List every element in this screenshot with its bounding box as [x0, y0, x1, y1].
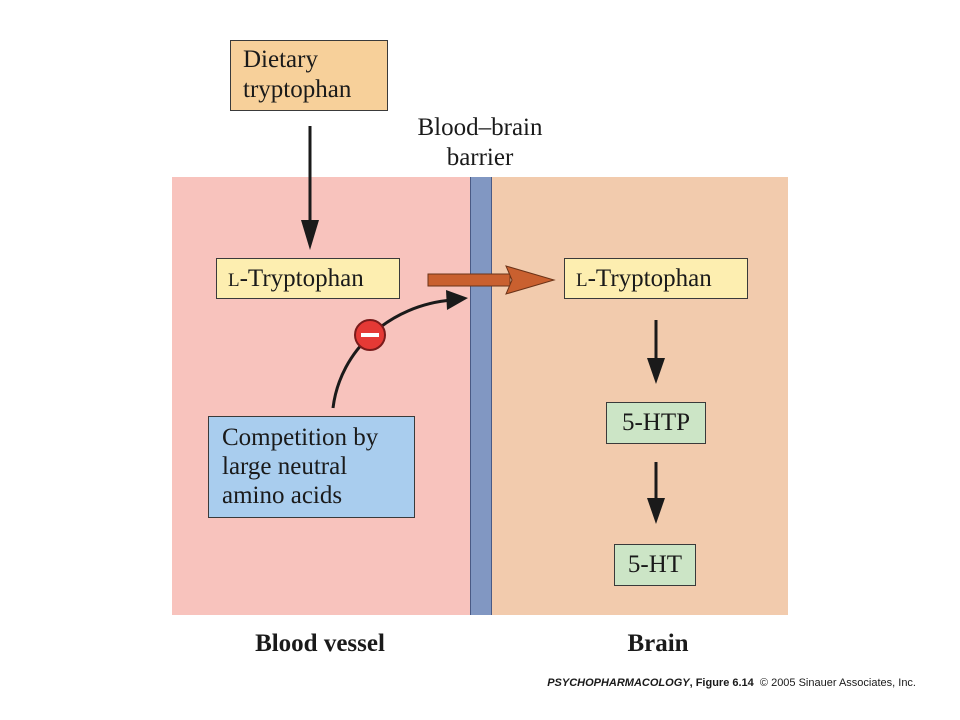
barrier-title: Blood–brain barrier	[380, 113, 580, 173]
competition-line1: Competition by	[222, 424, 379, 451]
blood-l-tryptophan-label: L-Tryptophan	[228, 264, 399, 295]
dietary-tryptophan-box: Dietary tryptophan	[230, 40, 388, 111]
brain-region	[492, 177, 788, 615]
dietary-line1: Dietary	[243, 46, 318, 73]
blood-brain-barrier	[470, 177, 492, 615]
competition-box: Competition by large neutral amino acids	[208, 416, 415, 518]
credit-book: PSYCHOPHARMACOLOGY	[547, 677, 690, 689]
blood-l-prefix: L	[228, 270, 240, 291]
brain-label: Brain	[627, 630, 689, 657]
brain-l-tryptophan-box: L-Tryptophan	[564, 258, 748, 299]
blood-vessel-label: Blood vessel	[255, 630, 385, 657]
ht-box: 5-HT	[614, 544, 696, 586]
barrier-title-line2: barrier	[446, 144, 514, 171]
figure-credit: PSYCHOPHARMACOLOGY, Figure 6.14 © 2005 S…	[547, 677, 916, 689]
ht-label: 5-HT	[627, 551, 683, 578]
htp-box: 5-HTP	[606, 402, 706, 444]
brain-l-prefix: L	[576, 270, 588, 291]
blood-vessel-region	[172, 177, 470, 615]
dietary-line2: tryptophan	[243, 76, 352, 103]
competition-line3: amino acids	[222, 482, 343, 509]
brain-l-tryptophan-label: L-Tryptophan	[576, 264, 747, 295]
competition-line2: large neutral	[222, 453, 348, 480]
brain-tryptophan-text: -Tryptophan	[587, 265, 712, 292]
htp-label: 5-HTP	[621, 409, 691, 436]
credit-figure: , Figure 6.14	[689, 677, 754, 689]
credit-copyright: © 2005 Sinauer Associates, Inc.	[753, 677, 916, 689]
blood-l-tryptophan-box: L-Tryptophan	[216, 258, 400, 299]
barrier-title-line1: Blood–brain	[417, 114, 543, 141]
blood-tryptophan-text: -Tryptophan	[239, 265, 364, 292]
